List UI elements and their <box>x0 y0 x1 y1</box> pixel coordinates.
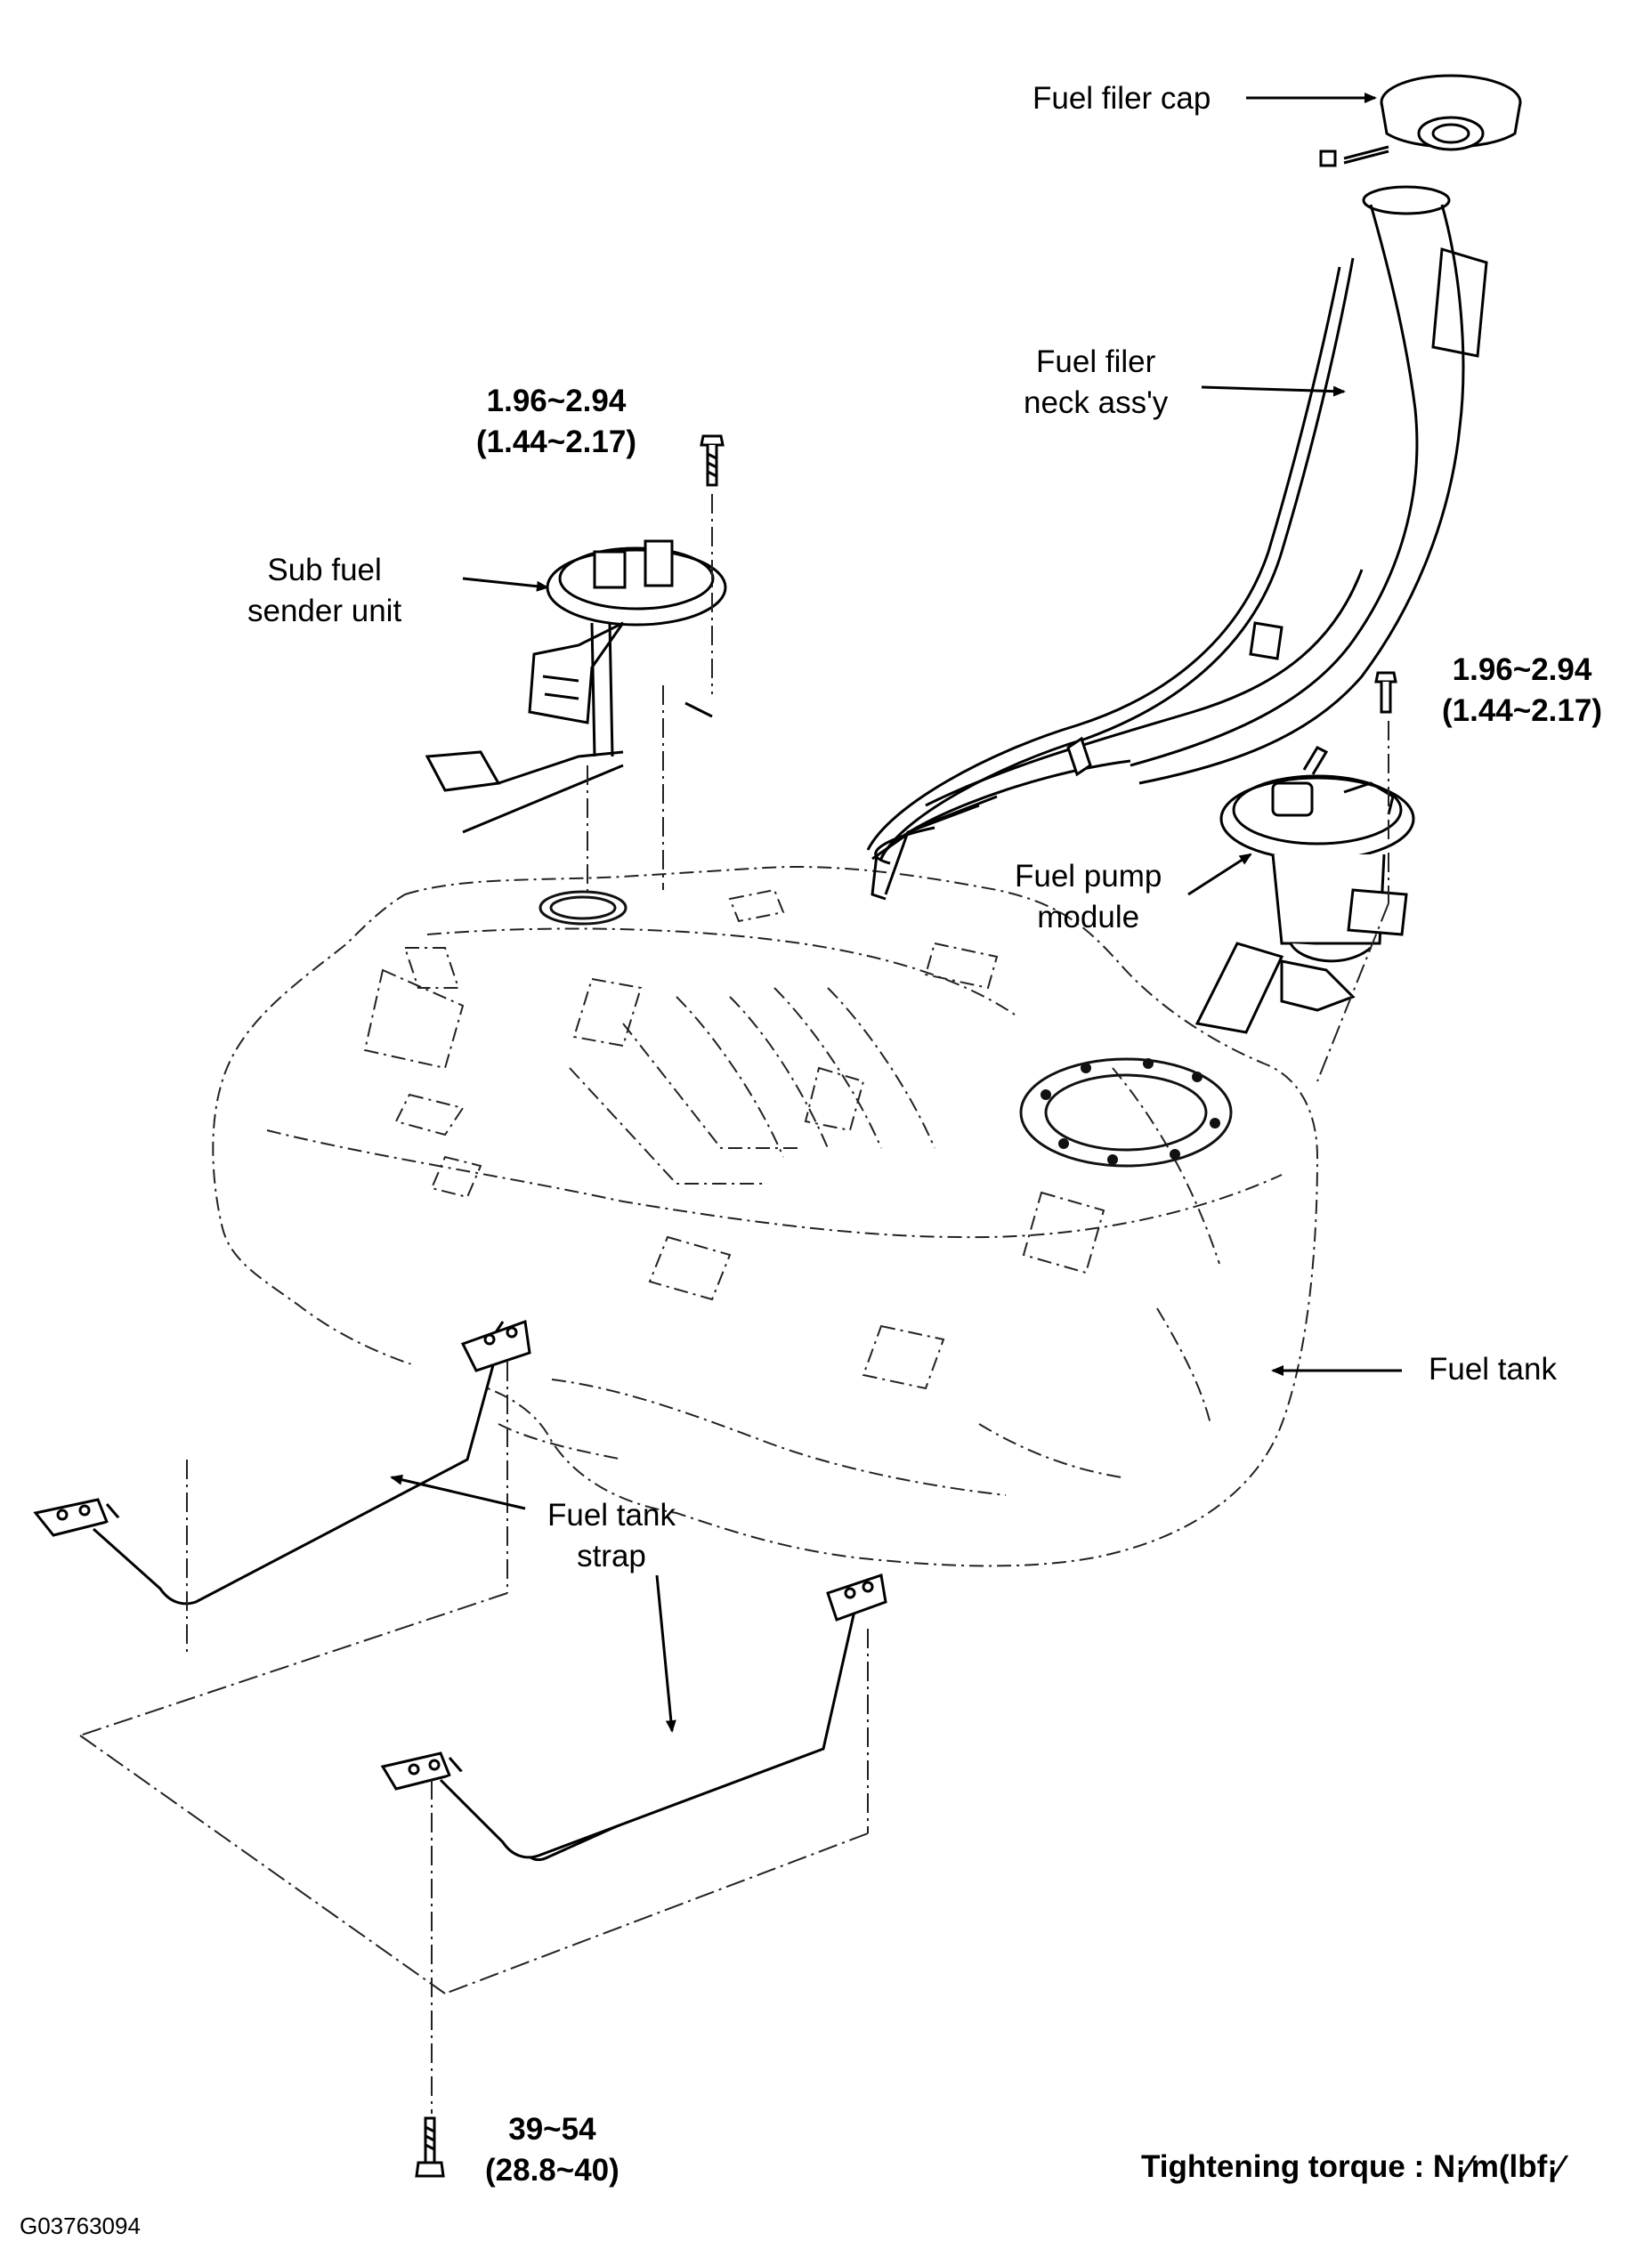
torque-strap-bolt: 39~54 (28.8~40) <box>485 2109 620 2191</box>
tank-pump-opening <box>1019 1057 1233 1168</box>
sub-sender-bolt <box>700 434 725 487</box>
sub-fuel-sender-text-1: Sub fuel <box>267 553 382 587</box>
strap-bolt <box>415 2116 445 2178</box>
fuel-tank-strap-text-1: Fuel tank <box>547 1498 676 1533</box>
label-fuel-pump-module: Fuel pump module <box>1015 856 1162 938</box>
sub-fuel-sender-unit <box>425 539 727 834</box>
torque-strap-lbf: (28.8~40) <box>485 2153 620 2188</box>
fuel-filler-cap-text: Fuel filer cap <box>1032 81 1211 116</box>
fuel-tank-text: Fuel tank <box>1429 1352 1557 1387</box>
tank-sender-opening <box>539 890 628 926</box>
torque-sub-sender-lbf: (1.44~2.17) <box>476 425 636 459</box>
fuel-tank-strap-upper <box>33 1319 531 1606</box>
torque-unit-note-text: Tightening torque : N¡∕m(lbf¡∕ <box>1141 2149 1563 2184</box>
leader-arrows <box>390 93 1402 1733</box>
fuel-filler-neck-text-2: neck ass'y <box>1024 385 1169 420</box>
torque-pump-module-nm: 1.96~2.94 <box>1452 652 1592 687</box>
torque-pump-module: 1.96~2.94 (1.44~2.17) <box>1442 650 1602 732</box>
torque-pump-module-lbf: (1.44~2.17) <box>1442 693 1602 728</box>
alignment-lines <box>79 494 1389 2114</box>
torque-unit-note: Tightening torque : N¡∕m(lbf¡∕ <box>1141 2147 1563 2188</box>
fuel-pump-module <box>1194 746 1415 1034</box>
fuel-pump-module-text-2: module <box>1037 900 1140 934</box>
fuel-tank-strap-text-2: strap <box>577 1539 646 1573</box>
fuel-tank <box>212 866 1319 1567</box>
fuel-filler-neck-text-1: Fuel filer <box>1036 344 1156 379</box>
fuel-filler-neck <box>866 185 1488 901</box>
figure-code: G03763094 <box>20 2205 141 2246</box>
pump-module-bolt <box>1374 671 1397 714</box>
fuel-filler-cap <box>1319 74 1522 167</box>
torque-strap-nm: 39~54 <box>508 2112 596 2147</box>
label-fuel-tank-strap: Fuel tank strap <box>547 1495 676 1577</box>
fuel-pump-module-text-1: Fuel pump <box>1015 859 1162 894</box>
fuel-tank-strap-lower <box>380 1573 887 1862</box>
label-fuel-filler-cap: Fuel filer cap <box>1032 78 1211 119</box>
label-fuel-tank: Fuel tank <box>1429 1349 1557 1390</box>
torque-sub-sender-nm: 1.96~2.94 <box>486 384 627 418</box>
label-fuel-filler-neck: Fuel filer neck ass'y <box>1024 342 1168 424</box>
label-sub-fuel-sender: Sub fuel sender unit <box>247 550 401 632</box>
torque-sub-sender: 1.96~2.94 (1.44~2.17) <box>476 381 636 463</box>
figure-code-text: G03763094 <box>20 2213 141 2239</box>
sub-fuel-sender-text-2: sender unit <box>247 594 402 628</box>
